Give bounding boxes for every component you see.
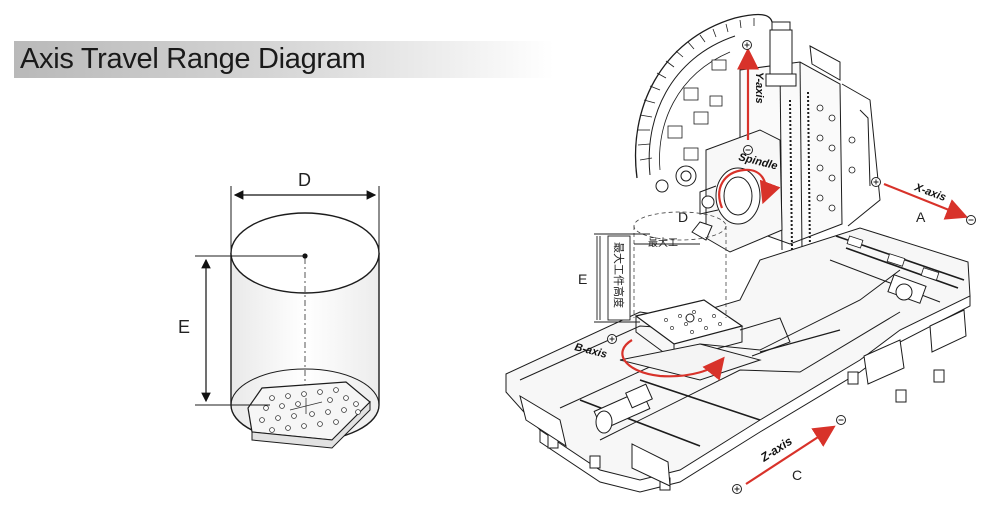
b-axis-arrow (621, 339, 725, 381)
tool-magazine (634, 13, 773, 193)
title-bar: Axis Travel Range Diagram (14, 41, 554, 78)
work-envelope (633, 211, 727, 318)
rotary-table (247, 381, 371, 449)
spindle-head (691, 129, 783, 253)
machine-e-label: E (578, 271, 587, 287)
machine-c-label: C (792, 467, 802, 483)
machine-rotary-table (619, 299, 791, 381)
x-axis-arrow (883, 182, 969, 220)
x-axis-label: X-axis (912, 181, 948, 204)
machine-d-label: D (678, 209, 688, 225)
y-axis-label: Y-axis (753, 72, 765, 104)
dimension-e: E (178, 255, 305, 406)
machine-structure (505, 13, 971, 493)
dimension-e-label: E (178, 317, 190, 337)
z-axis-label: Z-axis (757, 434, 795, 465)
spindle-rotation-arrow (718, 168, 781, 209)
dimension-d-label: D (298, 170, 311, 190)
machine-a-label: A (916, 209, 926, 225)
max-workpiece-height-label: 最大工件高度 (612, 242, 626, 308)
dimension-d: D (230, 170, 380, 253)
machine-dimension-e (594, 233, 700, 323)
z-axis-arrow (745, 425, 836, 485)
max-workpiece-diameter-label: 最大工 (648, 236, 678, 249)
motion-arrows (607, 40, 976, 494)
page-title: Axis Travel Range Diagram (20, 43, 366, 75)
